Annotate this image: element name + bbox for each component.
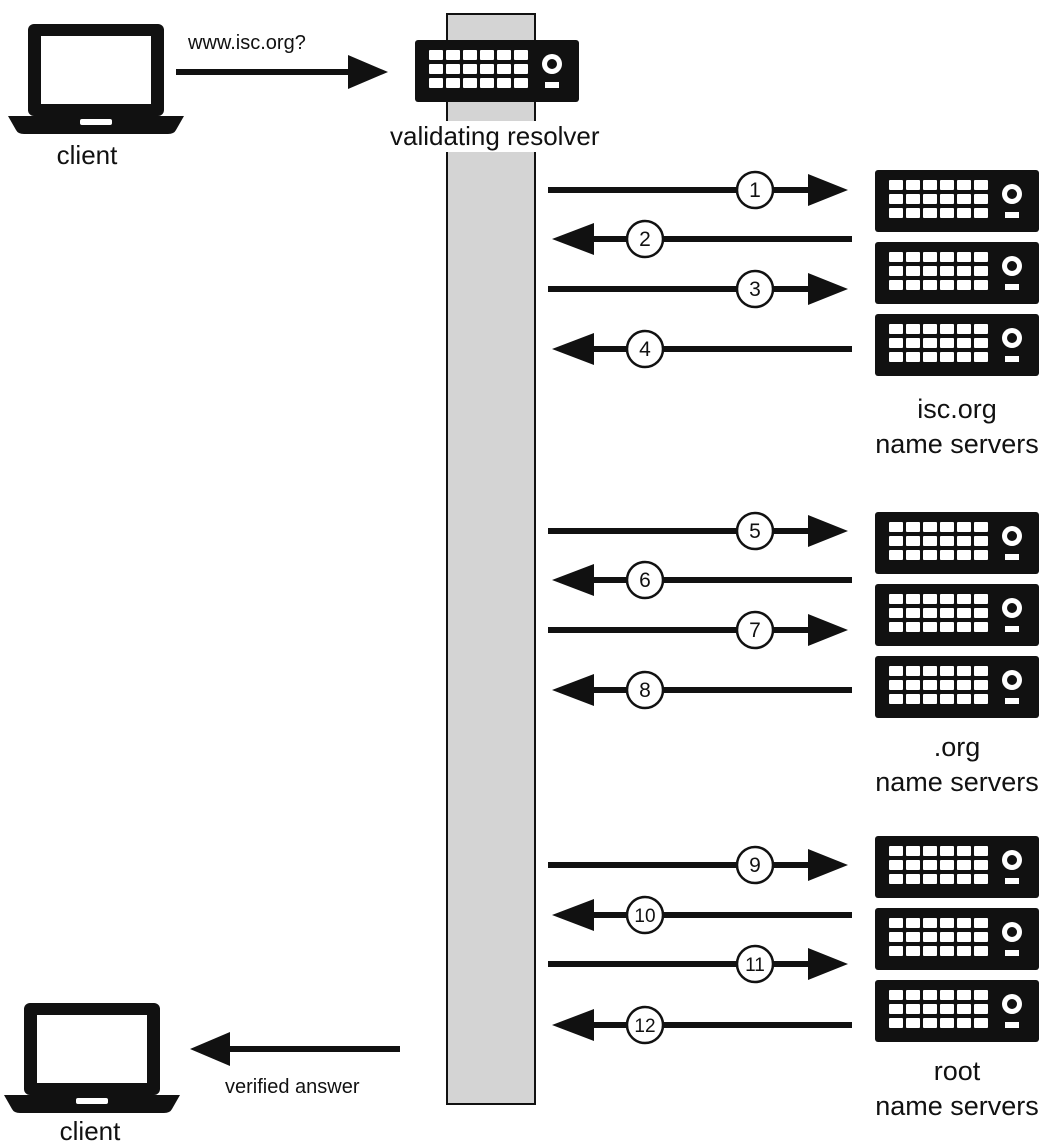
group-subtitle: name servers xyxy=(875,767,1039,797)
step-arrow-10: 10 xyxy=(552,895,852,935)
answer-label: verified answer xyxy=(225,1076,360,1098)
step-arrow-4: 4 xyxy=(552,329,852,369)
step-number: 5 xyxy=(749,520,761,543)
group-name: isc.org xyxy=(917,394,997,424)
org-group-label: .org name servers xyxy=(862,730,1048,800)
client-bottom-laptop-icon xyxy=(4,1003,180,1113)
client-bottom-label: client xyxy=(59,1116,121,1146)
arrow-head xyxy=(808,948,848,980)
arrow-head xyxy=(808,273,848,305)
server-icon xyxy=(875,314,1039,376)
step-number-badge xyxy=(625,670,665,710)
arrow-head xyxy=(552,223,594,255)
step-arrow-12: 12 xyxy=(552,1005,852,1045)
arrow-head xyxy=(552,1009,594,1041)
step-number: 11 xyxy=(745,955,765,976)
server-icon xyxy=(875,512,1039,574)
step-arrow-7: 7 xyxy=(548,610,848,650)
arrow-head xyxy=(552,674,594,706)
step-number: 8 xyxy=(639,679,651,702)
group-name: .org xyxy=(933,732,981,762)
step-number-badge xyxy=(735,610,775,650)
step-number: 6 xyxy=(639,569,651,592)
client-top-laptop-icon xyxy=(8,24,184,134)
group-subtitle: name servers xyxy=(875,1091,1039,1121)
step-number-badge xyxy=(625,895,665,935)
root-name-servers xyxy=(875,836,1039,1042)
arrow-head xyxy=(808,515,848,547)
step-number-badge xyxy=(735,170,775,210)
server-icon xyxy=(875,836,1039,898)
group-subtitle: name servers xyxy=(875,429,1039,459)
server-icon xyxy=(875,656,1039,718)
arrow-head xyxy=(552,333,594,365)
server-icon xyxy=(875,584,1039,646)
step-arrow-3: 3 xyxy=(548,269,848,309)
step-arrow-1: 1 xyxy=(548,170,848,210)
step-number-badge xyxy=(625,219,665,259)
step-number-badge xyxy=(625,329,665,369)
step-number-badge xyxy=(735,511,775,551)
resolver-label: validating resolver xyxy=(386,121,604,152)
step-arrow-6: 6 xyxy=(552,560,852,600)
query-arrow xyxy=(176,55,388,89)
server-icon xyxy=(875,908,1039,970)
resolver-timeline xyxy=(446,13,536,1105)
step-number-badge xyxy=(735,944,775,984)
arrow-head xyxy=(552,564,594,596)
query-label: www.isc.org? xyxy=(188,32,306,54)
step-number: 4 xyxy=(639,338,651,361)
step-number: 1 xyxy=(749,179,761,202)
step-arrow-8: 8 xyxy=(552,670,852,710)
step-number: 7 xyxy=(749,619,761,642)
step-arrow-11: 11 xyxy=(548,944,848,984)
server-icon xyxy=(875,980,1039,1042)
step-arrow-9: 9 xyxy=(548,845,848,885)
step-number-badge xyxy=(625,1005,665,1045)
step-arrow-5: 5 xyxy=(548,511,848,551)
server-icon xyxy=(875,170,1039,232)
step-number: 10 xyxy=(634,906,655,927)
isc-org-name-servers xyxy=(875,170,1039,376)
step-number-badge xyxy=(735,269,775,309)
step-number-badge xyxy=(735,845,775,885)
arrow-head xyxy=(552,899,594,931)
step-number: 2 xyxy=(639,228,651,251)
answer-arrow xyxy=(190,1032,400,1066)
group-name: root xyxy=(933,1056,981,1086)
client-top-label: client xyxy=(56,140,118,170)
step-number-badge xyxy=(625,560,665,600)
server-icon xyxy=(875,242,1039,304)
isc-org-group-label: isc.org name servers xyxy=(862,392,1048,462)
arrow-head xyxy=(808,174,848,206)
step-number: 12 xyxy=(634,1016,655,1037)
step-arrow-2: 2 xyxy=(552,219,852,259)
step-number: 3 xyxy=(749,278,761,301)
step-number: 9 xyxy=(749,854,761,877)
org-name-servers xyxy=(875,512,1039,718)
arrow-head xyxy=(808,614,848,646)
root-group-label: root name servers xyxy=(862,1054,1048,1124)
arrow-head xyxy=(808,849,848,881)
resolver-server-icon xyxy=(415,40,579,102)
